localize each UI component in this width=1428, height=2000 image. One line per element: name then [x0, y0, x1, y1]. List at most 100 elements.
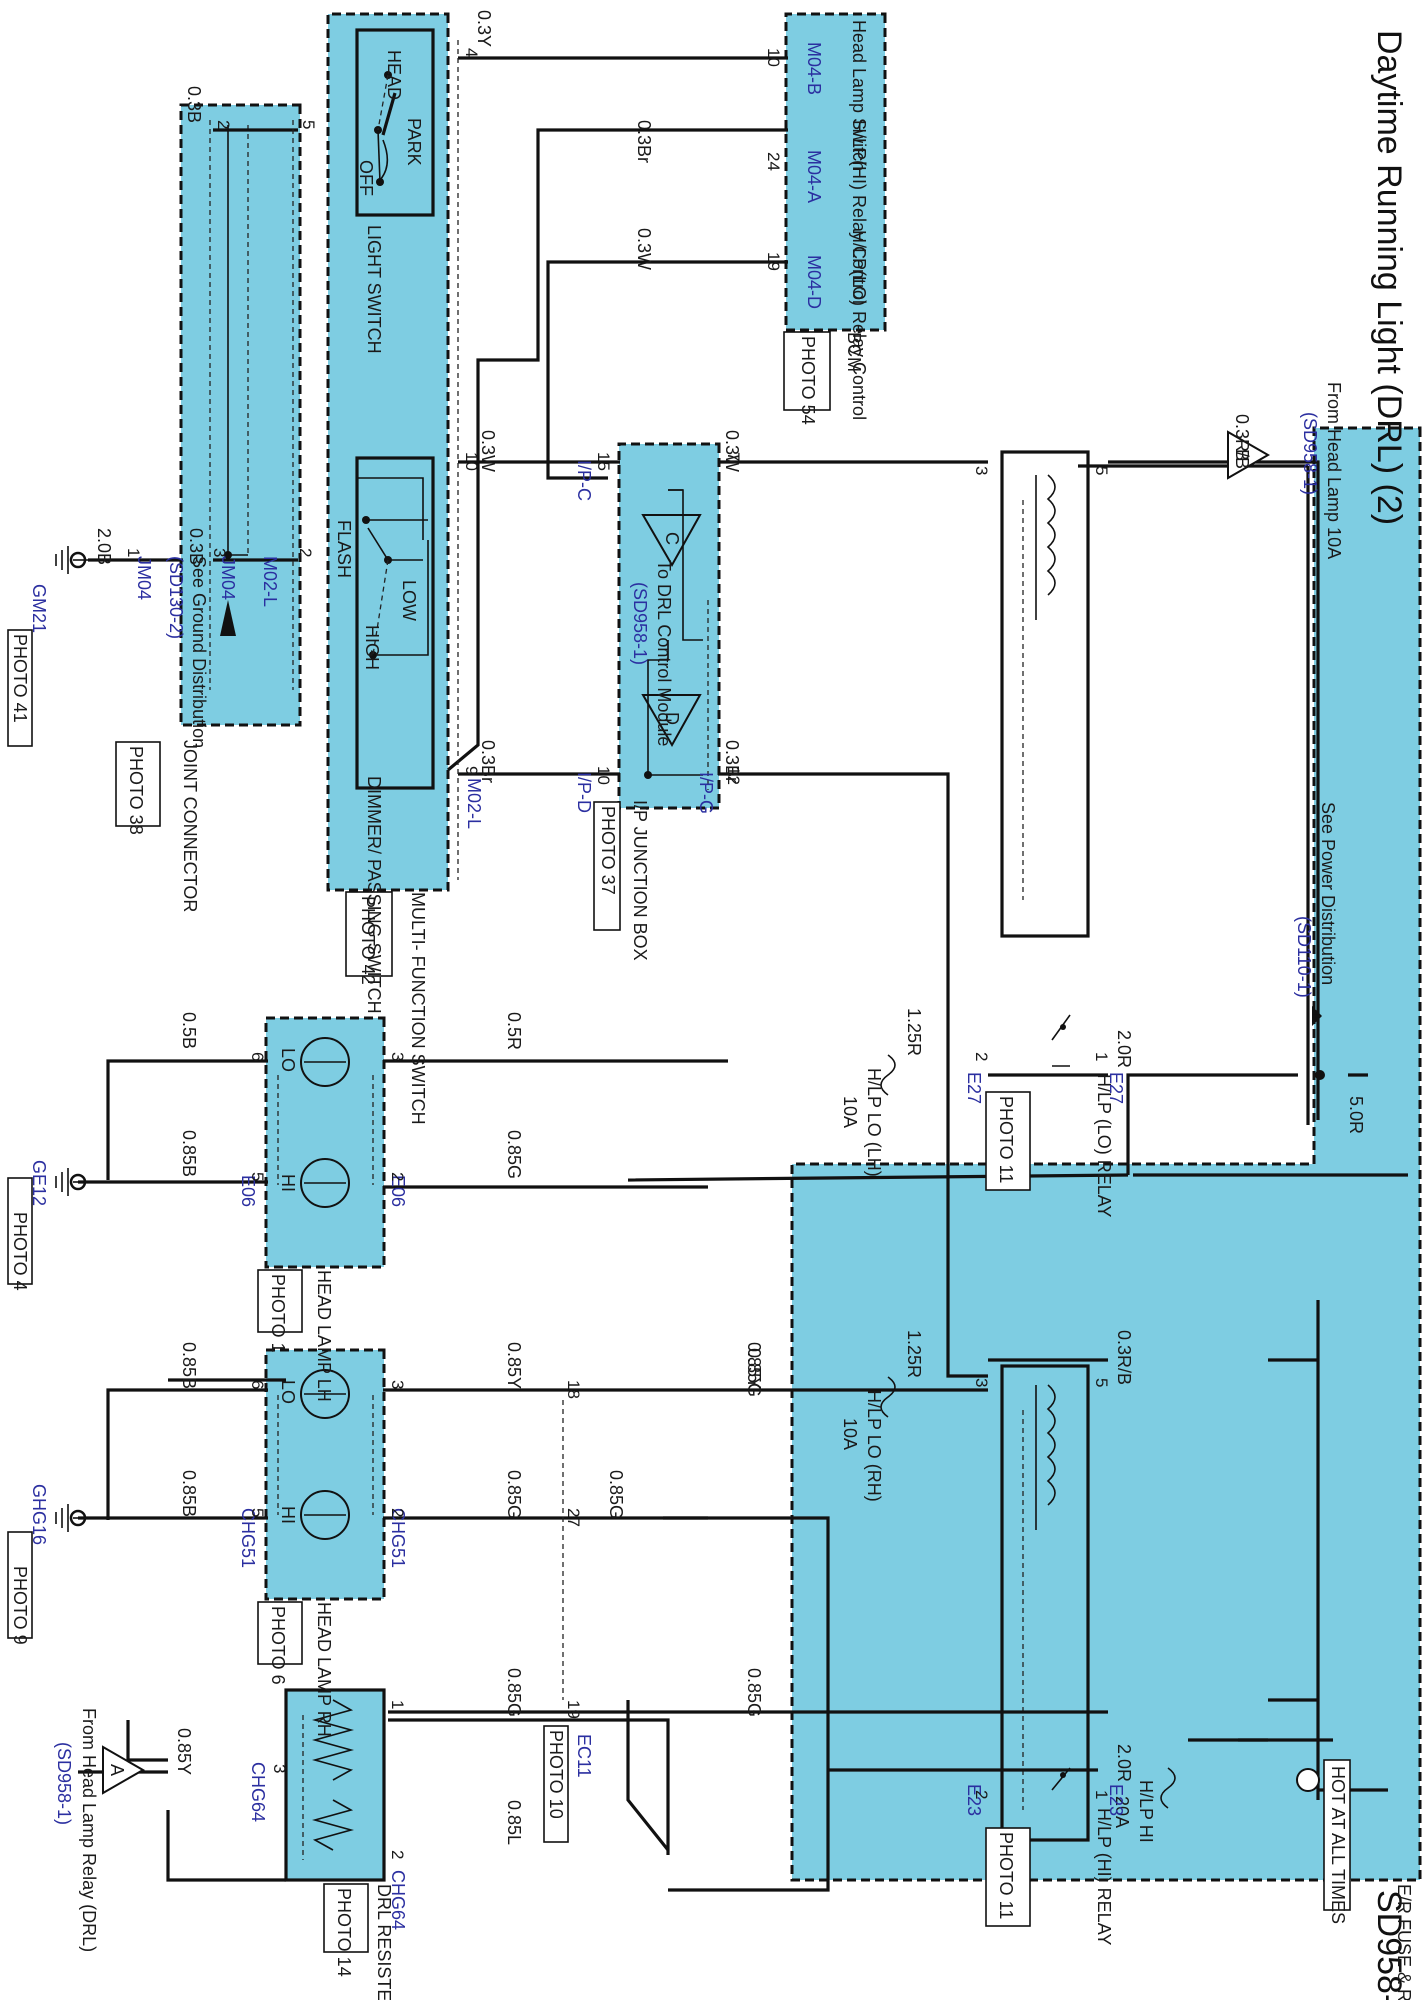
pin-ipg12: 12 [724, 766, 743, 785]
pin-hlh2: 2 [388, 1172, 407, 1181]
pin-hi2: 2 [972, 1790, 991, 1799]
head-lamp-rh-bulbs [300, 1369, 350, 1540]
fuse-lo-lh-rating: 10A [840, 1096, 860, 1128]
ground-ghg16-photo: PHOTO 9 [10, 1566, 30, 1645]
ground-ge12-photo: PHOTO 4 [10, 1212, 30, 1291]
light-switch-internals [374, 71, 397, 186]
head-lamp-rh-panel [264, 1348, 386, 1601]
pin-jc3: 3 [210, 548, 229, 557]
joint-connector-label: JOINT CONNECTOR [180, 740, 200, 912]
fuse-hi-rating: 20A [1112, 1796, 1132, 1828]
pin-ec27: 27 [564, 1508, 583, 1527]
wire-085g-lh: 0.85G [504, 1130, 524, 1179]
fuse-symbols [880, 1054, 1176, 1809]
light-switch-box [355, 28, 435, 217]
connector-chg64-a: CHG64 [248, 1762, 268, 1822]
power-distribution-ref: (SD110-1) [1294, 916, 1314, 998]
wire-03rb-2: 0.3R/B [1114, 1330, 1134, 1385]
relay-hi-internals [1022, 1384, 1071, 1810]
connector-m02l-a: M02-L [260, 556, 280, 607]
pin-lo2: 2 [972, 1052, 991, 1061]
connector-ipg: I/P-G [696, 772, 716, 814]
connector-m04a: M04-A [804, 150, 824, 203]
low-label: LOW [399, 580, 419, 621]
bcm-pin10-label: Head Lamp Switch [849, 20, 869, 171]
bcm-pin24-label: H/LP(HI) Relay Control [849, 120, 869, 304]
wire-125r-hi: 1.25R [904, 1330, 924, 1378]
connector-e06-b: E06 [238, 1175, 258, 1207]
wire-03b-2: 0.3B [186, 528, 206, 565]
from-head-lamp-relay-ref: (SD958-1) [54, 1742, 74, 1825]
pin-ipc15: 15 [594, 452, 613, 471]
pin-ls4: 4 [462, 48, 481, 57]
flash-label: FLASH [334, 520, 354, 578]
wire-085y-rh: 0.85Y [504, 1342, 524, 1389]
relay-lo-box [1000, 450, 1090, 938]
hot-bus-node [1296, 1768, 1320, 1792]
head-lamp-rh-label: HEAD LAMP RH [314, 1602, 334, 1737]
offpage-b-triangle [1227, 430, 1271, 480]
pin-hlh3: 3 [388, 1052, 407, 1061]
connector-chg64-b: CHG64 [388, 1870, 408, 1930]
pin-hrh2: 2 [388, 1508, 407, 1517]
multifunction-photo: PHOTO 42 [358, 896, 378, 985]
junction-box-photo: PHOTO 37 [598, 806, 618, 895]
offpage-a-triangle [102, 1745, 146, 1795]
er-box-label: E/R FUSE & RELAY BOX [1394, 1884, 1414, 2000]
wire-085g-rhhi: 0.85G [504, 1470, 524, 1519]
ground-gm21: GM21 [29, 584, 49, 633]
drl-resister-label: DRL RESISTER [374, 1884, 394, 2000]
high-label: HIGH [362, 625, 382, 670]
wire-20r-hi: 2.0R [1114, 1744, 1134, 1782]
pin-jc1: 1 [124, 548, 143, 557]
wire-085g-rh27: 0.85G [606, 1470, 626, 1519]
wire-085g-lhr: 0.85G [744, 1348, 764, 1397]
wire-085y-a: 0.85Y [174, 1728, 194, 1775]
power-splice-dot [1315, 1070, 1325, 1080]
page-code: SD958-2 [1370, 1890, 1408, 2000]
drl-resister-box [284, 1688, 386, 1882]
junction-box-label: I/P JUNCTION BOX [630, 800, 650, 961]
ground-ghg16: GHG16 [29, 1484, 49, 1545]
fuse-lo-lh-label: H/LP LO (LH) [864, 1068, 884, 1177]
connector-e27-a: E27 [964, 1072, 984, 1104]
wire-03w-top: 0.3W [634, 228, 654, 270]
connector-m04b: M04-B [804, 42, 824, 95]
from-head-lamp-ref: (SD958-1) [1300, 412, 1320, 495]
resister-zigzag-2 [312, 1799, 354, 1851]
dimmer-switch-label: DIMMER/ PASSING SWITCH [364, 776, 384, 1014]
pin-jc2: 2 [214, 120, 233, 129]
wire-085y-rh2: 0.85Y [744, 1342, 764, 1389]
page-title: Daytime Running Light (DRL) (2) [1370, 30, 1408, 525]
from-head-lamp-relay-text: From Head Lamp Relay (DRL) [79, 1708, 99, 1952]
lamp-lh-hi-label: HI [278, 1174, 298, 1192]
dimmer-switch-box [355, 456, 435, 790]
power-distribution-note: See Power Distribution [1318, 802, 1338, 985]
pin-hi1: 1 [1092, 1790, 1111, 1799]
drl-resister-panel [284, 1688, 386, 1882]
pin-bcm24: 24 [764, 152, 783, 171]
pin-ipd10: 10 [594, 766, 613, 785]
pin-ds2: 2 [296, 548, 315, 557]
connector-ipd: I/P-D [574, 772, 594, 813]
lamp-rh-lo-label: LO [278, 1380, 298, 1404]
connector-m04d: M04-D [804, 255, 824, 309]
wire-03w-ipc: 0.3W [722, 430, 742, 472]
offpage-b-label: B [1232, 449, 1252, 461]
bcm-label: BCM [844, 332, 864, 372]
lamp-lh-lo-label: LO [278, 1048, 298, 1072]
junction-box-internals [641, 489, 703, 779]
joint-connector-photo: PHOTO 38 [126, 746, 146, 835]
connector-ipc: I/P-C [574, 460, 594, 501]
wire-05b: 0.5B [179, 1012, 199, 1049]
lamp-rh-hi-label: HI [278, 1506, 298, 1524]
connector-e23-a: E23 [964, 1784, 984, 1816]
wire-085b-rhlo: 0.85B [179, 1342, 199, 1389]
offpage-a-label: A [107, 1764, 127, 1776]
ground-note: See Ground Distribution [189, 556, 209, 748]
ground-ge12: GE12 [29, 1160, 49, 1206]
pin-ds9: 9 [462, 766, 481, 775]
relay-hi-photo: PHOTO 11 [996, 1832, 1016, 1919]
pin-hrh3: 3 [388, 1380, 407, 1389]
pin-hi3: 3 [972, 1378, 991, 1387]
